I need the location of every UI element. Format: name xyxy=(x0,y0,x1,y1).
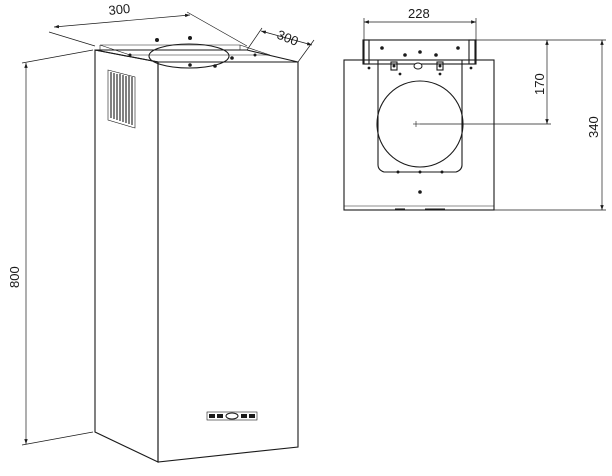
iso-depth-label: 300 xyxy=(275,27,301,49)
top-depth-dimension: 340 xyxy=(494,39,606,211)
top-center-depth-dimension: 170 xyxy=(420,39,551,125)
top-width-label: 228 xyxy=(408,6,430,21)
hood-front-face xyxy=(157,61,299,463)
iso-height-dimension: 800 xyxy=(7,49,94,446)
iso-width-label: 300 xyxy=(108,1,131,18)
hood-isometric-view xyxy=(94,36,299,463)
iso-width-dimension: 300 xyxy=(48,1,248,47)
top-depth-label: 340 xyxy=(586,116,601,138)
hood-top-flange xyxy=(99,44,271,56)
iso-depth-dimension: 300 xyxy=(246,27,315,63)
iso-height-label: 800 xyxy=(7,266,22,288)
hood-top-view xyxy=(343,39,495,211)
top-width-dimension: 228 xyxy=(363,6,477,40)
panel-markers xyxy=(367,61,473,76)
duct-opening xyxy=(148,43,230,69)
ventilation-grille xyxy=(107,69,136,129)
control-panel xyxy=(206,411,258,421)
top-center-depth-label: 170 xyxy=(532,73,547,95)
top-view-outline xyxy=(343,59,495,211)
